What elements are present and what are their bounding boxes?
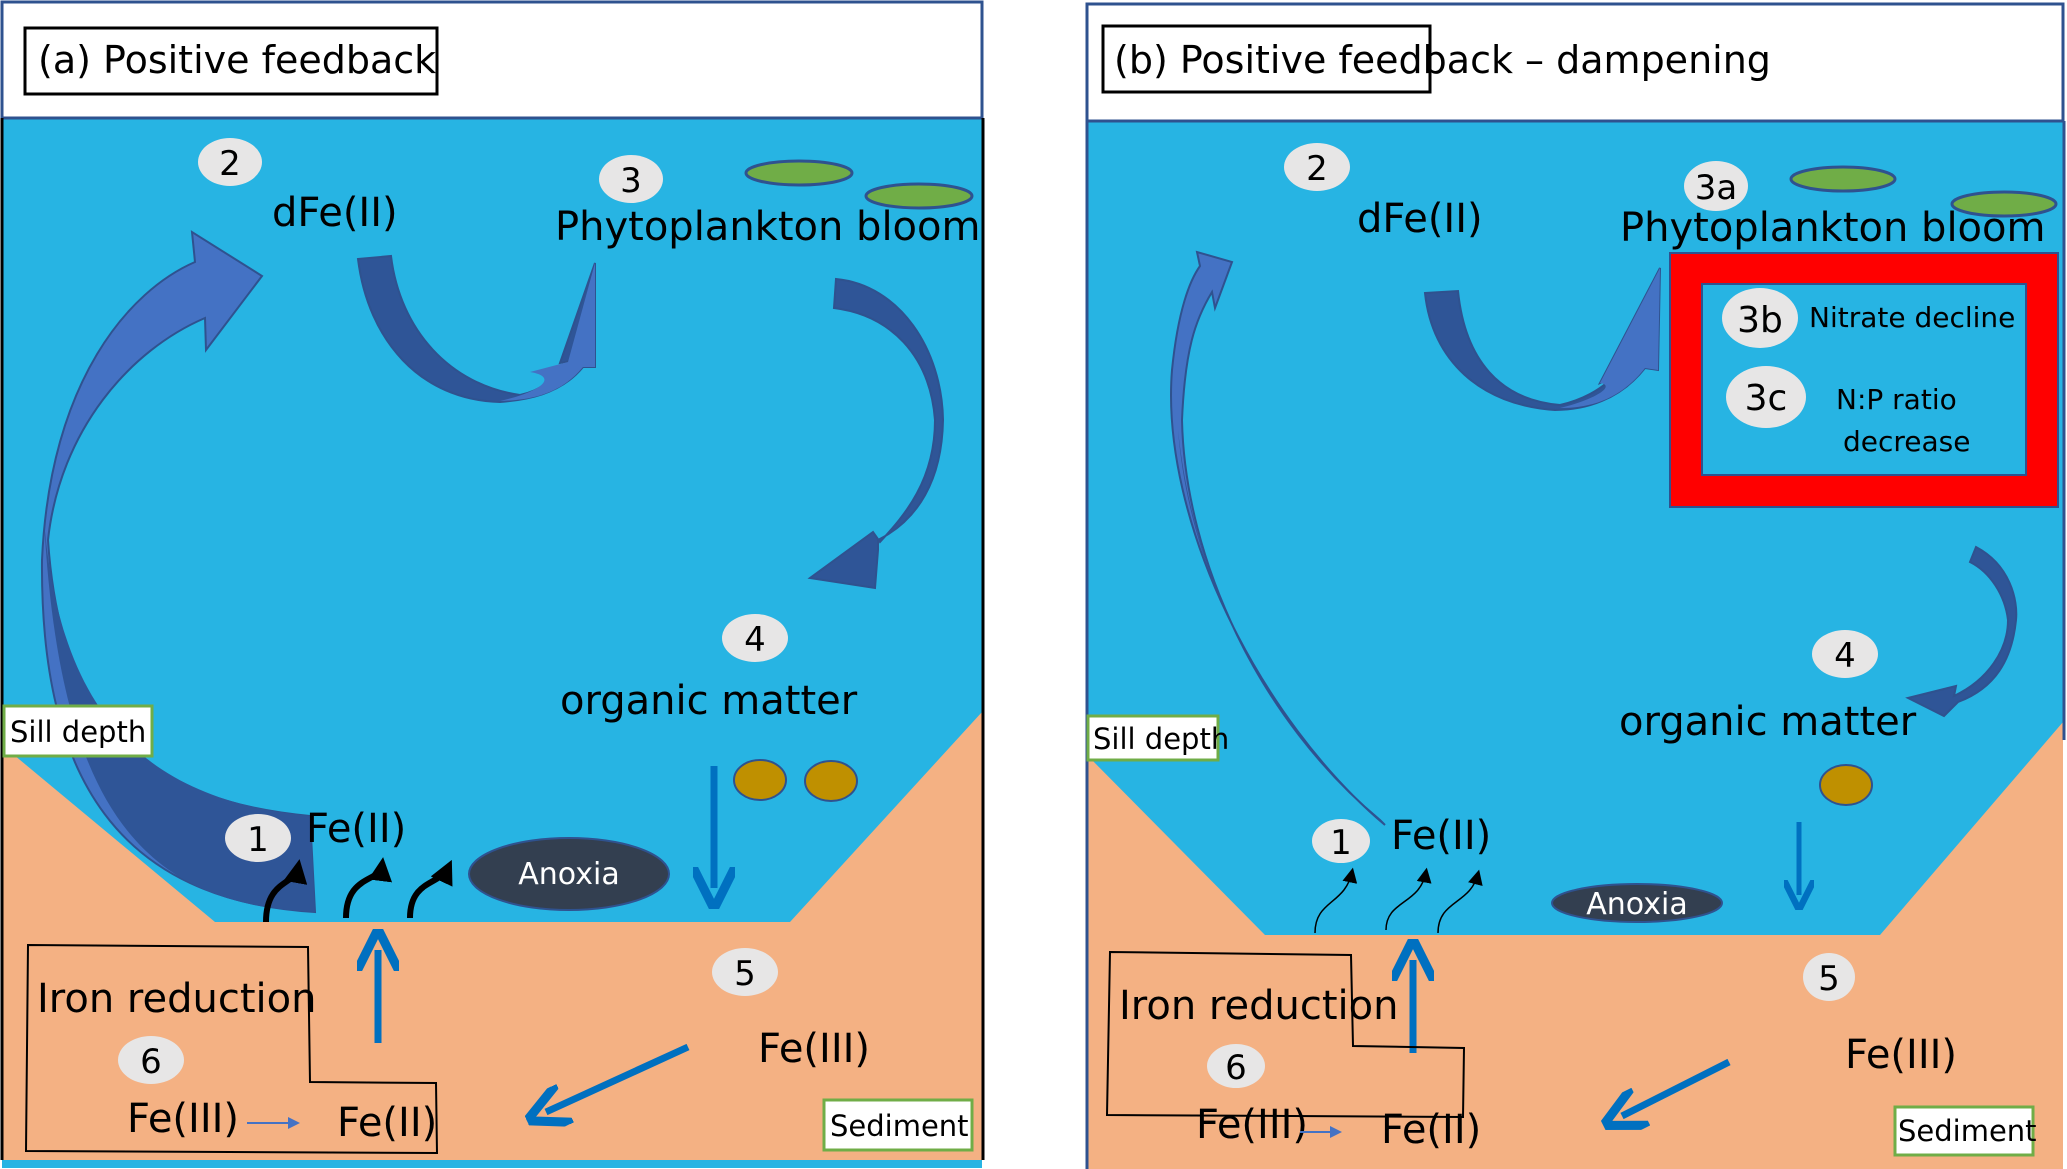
panel-b-sediment [1087, 722, 2063, 1169]
phytoplankton-cell [1789, 165, 1897, 193]
step-badge-6 [1207, 1044, 1265, 1088]
fe-release-arrow [407, 859, 453, 919]
step-badge-3a-label: 3a [1695, 168, 1737, 208]
phytoplankton-cell [864, 182, 974, 210]
panel-b-export-arrow [1905, 545, 2018, 718]
fe-release-arrow [1314, 867, 1358, 934]
panel-a-title: (a) Positive feedback [38, 38, 436, 82]
panel-b-title-box [1101, 24, 1432, 94]
burial-arrow [1622, 1058, 1731, 1116]
sediment-label-box [822, 1098, 974, 1152]
step-badge-6 [118, 1036, 184, 1084]
iron-reduction-box [24, 943, 439, 1155]
anoxia-label: Anoxia [518, 857, 619, 892]
iron-reduction-label: Iron reduction [37, 976, 316, 1022]
step-badge-4 [1812, 630, 1878, 678]
step-badge-6-label: 6 [140, 1042, 162, 1082]
step-badge-5 [712, 948, 778, 996]
iron-reduction-box [1105, 950, 1466, 1119]
step-badge-2-label: 2 [1306, 149, 1328, 189]
step-badge-5-label: 5 [734, 954, 756, 994]
fe-release-arrow [1437, 869, 1483, 934]
panel-a-export-arrow [807, 277, 945, 590]
bloom-label: Phytoplankton bloom [1620, 205, 2045, 251]
panel-a-upwelling-arrow-shade [44, 520, 315, 912]
burial-arrow [546, 1043, 690, 1112]
nitrate-decline-label: Nitrate decline [1809, 301, 2015, 334]
sill-depth-label: Sill depth [10, 715, 146, 749]
fe2-water-label: Fe(II) [1391, 813, 1491, 859]
panel-a-title-box [23, 26, 439, 96]
dfe-label: dFe(II) [272, 190, 398, 236]
fe-release-arrow [1385, 867, 1432, 931]
dfe-label: dFe(II) [1357, 196, 1483, 242]
anoxia-label: Anoxia [1586, 887, 1687, 922]
fe3-box-label: Fe(III) [1196, 1102, 1308, 1148]
sill-depth-box [2, 704, 154, 758]
panel-a-sediment [2, 712, 982, 1160]
panel-b-uptake-arrow-head [1560, 268, 1660, 408]
step-badge-5 [1803, 953, 1855, 1001]
step-badge-3b [1722, 288, 1798, 348]
iron-reduction-label: Iron reduction [1119, 983, 1398, 1029]
organic-particle [804, 760, 858, 802]
bloom-label: Phytoplankton bloom [555, 204, 980, 250]
organic-particle [1819, 764, 1873, 806]
sediment-label: Sediment [1898, 1114, 2037, 1148]
organic-particle [733, 759, 787, 801]
panel-b-upwelling-arrow [1170, 250, 1386, 826]
step-badge-3-label: 3 [620, 161, 642, 201]
fe3-sediment-label: Fe(III) [1845, 1032, 1957, 1078]
step-badge-4 [722, 614, 788, 662]
phytoplankton-cell [1950, 190, 2058, 218]
fe2-box-label: Fe(II) [337, 1100, 437, 1146]
sediment-label: Sediment [830, 1109, 969, 1143]
sediment-label-box [1893, 1105, 2035, 1157]
panel-a: (a) Positive feedback 2 dFe(II) 3 Phytop… [0, 0, 985, 1168]
fe2-water-label: Fe(II) [306, 806, 406, 852]
step-badge-5-label: 5 [1818, 959, 1840, 999]
step-badge-3a [1684, 161, 1748, 211]
phytoplankton-cell [744, 159, 854, 187]
step-badge-6-label: 6 [1225, 1048, 1247, 1088]
organic-matter-label: organic matter [560, 678, 858, 724]
step-badge-1 [225, 814, 291, 862]
panel-a-uptake-arrow-head [500, 263, 595, 401]
step-badge-1 [1312, 819, 1370, 863]
np-ratio-label-line2: decrease [1843, 425, 1971, 458]
organic-matter-label: organic matter [1619, 699, 1917, 745]
step-badge-1-label: 1 [247, 820, 269, 860]
fe-release-arrow [343, 857, 393, 919]
fe3-box-label: Fe(III) [127, 1096, 239, 1142]
sill-depth-box [1086, 714, 1220, 762]
step-badge-3 [599, 155, 663, 203]
anoxia-zone [468, 837, 670, 911]
step-badge-2 [198, 138, 262, 186]
step-badge-3b-label: 3b [1737, 300, 1783, 341]
np-ratio-label-line1: N:P ratio [1836, 383, 1957, 416]
step-badge-2-label: 2 [219, 144, 241, 184]
fe2-box-label: Fe(II) [1381, 1107, 1481, 1153]
step-badge-3c [1726, 366, 1806, 428]
step-badge-2 [1284, 143, 1350, 191]
panel-b-title: (b) Positive feedback – dampening [1114, 38, 1771, 82]
step-badge-4-label: 4 [744, 620, 766, 660]
step-badge-4-label: 4 [1834, 636, 1856, 676]
step-badge-1-label: 1 [1330, 823, 1352, 863]
fe-release-arrow [263, 859, 308, 923]
step-badge-3c-label: 3c [1745, 378, 1788, 419]
sill-depth-label: Sill depth [1093, 722, 1229, 756]
panel-b: (b) Positive feedback – dampening 2 dFe(… [1085, 2, 2066, 1169]
fe3-sediment-label: Fe(III) [758, 1026, 870, 1072]
anoxia-zone [1551, 883, 1723, 923]
